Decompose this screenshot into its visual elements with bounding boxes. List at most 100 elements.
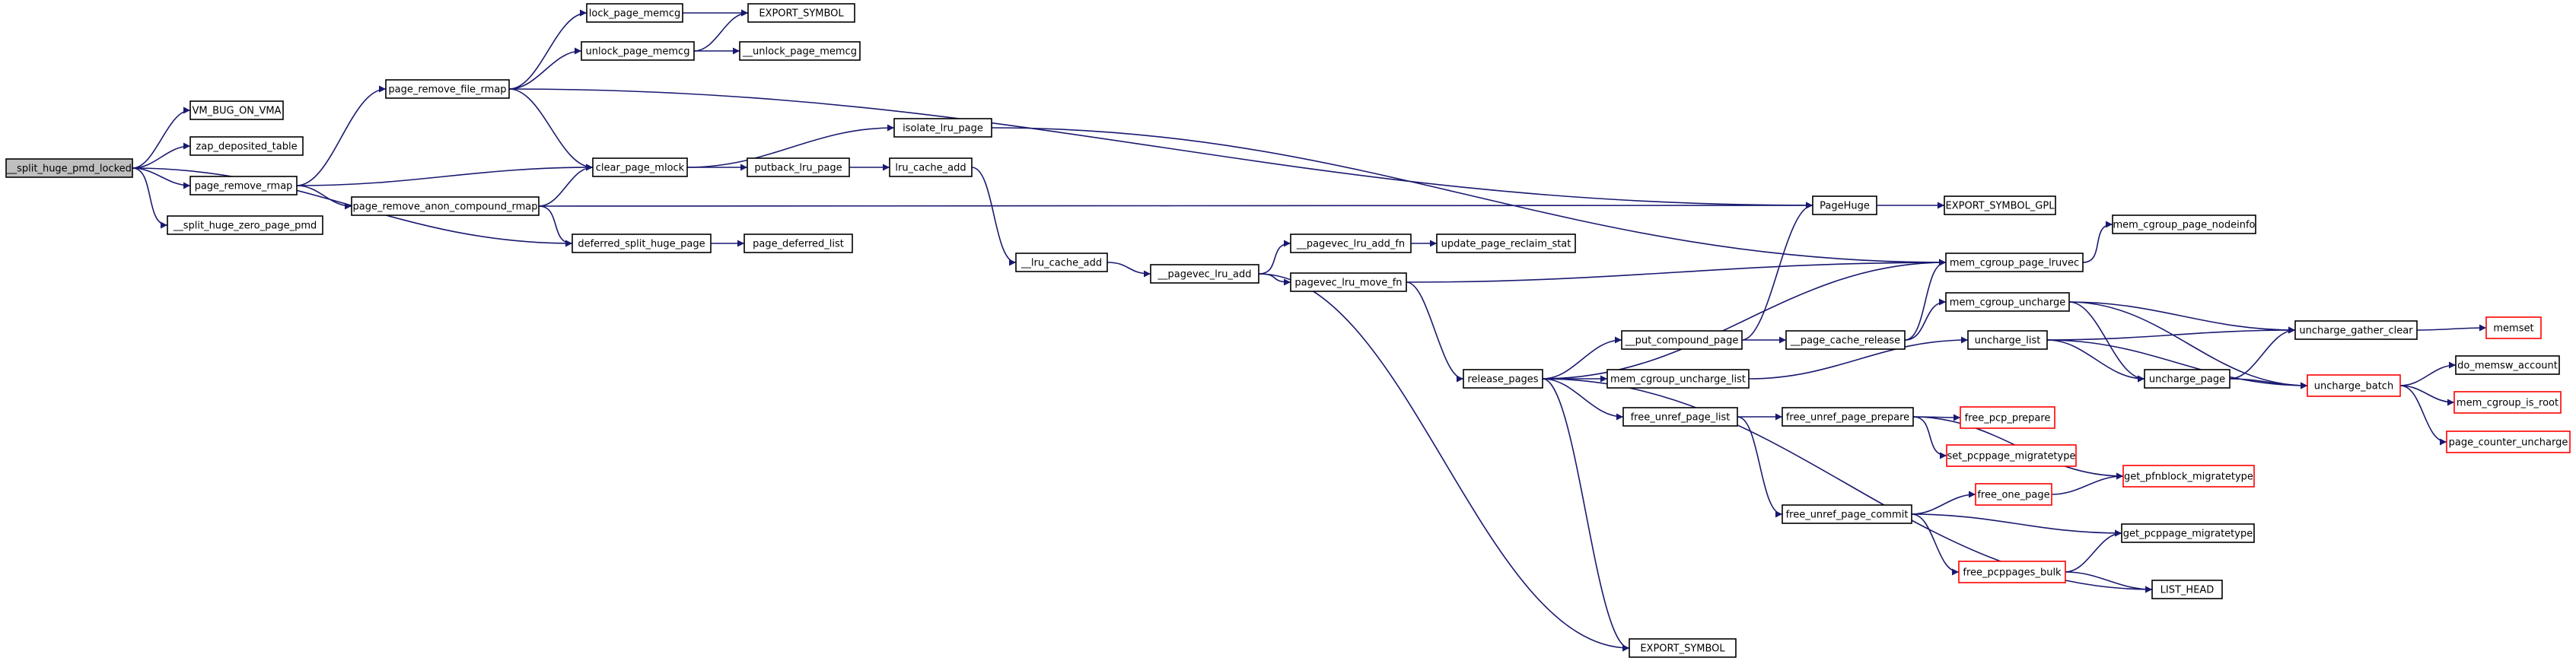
node-get-pfnblock-migratetype[interactable]: get_pfnblock_migratetype	[2122, 465, 2255, 488]
node-box[interactable]	[1945, 292, 2070, 312]
node-box[interactable]	[2455, 355, 2560, 375]
node-box[interactable]	[1621, 330, 1743, 350]
node-zap-deposited-table[interactable]: zap_deposited_table	[189, 136, 304, 156]
node-box[interactable]	[1606, 369, 1750, 389]
node-box[interactable]	[2307, 374, 2401, 397]
node-memset[interactable]: memset	[2485, 316, 2542, 339]
node-box[interactable]	[1629, 638, 1737, 658]
node-box[interactable]	[2144, 369, 2231, 389]
node-isolate-lru-page[interactable]: isolate_lru_page	[893, 118, 992, 138]
node-lru-cache-add-inner[interactable]: __lru_cache_add	[1015, 253, 1108, 272]
node-box[interactable]	[2294, 320, 2418, 340]
node-page-remove-anon-compound-rmap[interactable]: page_remove_anon_compound_rmap	[351, 196, 540, 216]
node-box[interactable]	[2122, 465, 2255, 488]
node-uncharge-gather-clear[interactable]: uncharge_gather_clear	[2294, 320, 2418, 340]
node-uncharge-list[interactable]: uncharge_list	[1967, 330, 2048, 350]
node-box[interactable]	[1290, 234, 1412, 253]
node-box[interactable]	[889, 157, 973, 177]
node-box[interactable]	[1782, 504, 1912, 524]
node-box[interactable]	[2446, 430, 2571, 453]
node-page-remove-file-rmap[interactable]: page_remove_file_rmap	[385, 79, 510, 99]
node-box[interactable]	[581, 41, 695, 61]
node-get-pcppage-migratetype[interactable]: get_pcppage_migratetype	[2121, 523, 2255, 543]
node-page-remove-rmap[interactable]: page_remove_rmap	[189, 176, 298, 195]
node-box[interactable]	[1782, 407, 1914, 427]
node-uncharge-batch[interactable]: uncharge_batch	[2307, 374, 2401, 397]
node-box[interactable]	[1436, 234, 1576, 253]
node-box[interactable]	[1290, 272, 1407, 292]
node-putback-lru-page[interactable]: putback_lru_page	[747, 157, 850, 177]
node-export-symbol-top[interactable]: EXPORT_SYMBOL	[747, 3, 855, 23]
node-free-one-page[interactable]: free_one_page	[1975, 483, 2052, 506]
node-put-compound-page[interactable]: __put_compound_page	[1621, 330, 1743, 350]
node-box[interactable]	[5, 158, 133, 178]
node-pagevec-lru-add[interactable]: __pagevec_lru_add	[1150, 264, 1259, 284]
node-box[interactable]	[189, 100, 284, 120]
node-release-pages[interactable]: release_pages	[1463, 369, 1543, 389]
node-box[interactable]	[744, 234, 853, 253]
node-box[interactable]	[747, 157, 850, 177]
node-box[interactable]	[1622, 407, 1738, 427]
node-box[interactable]	[351, 196, 540, 216]
node-box[interactable]	[1812, 195, 1877, 215]
node-page-counter-uncharge[interactable]: page_counter_uncharge	[2446, 430, 2571, 453]
node-vm-bug-on-vma[interactable]: VM_BUG_ON_VMA	[189, 100, 284, 120]
node-mem-cgroup-uncharge[interactable]: mem_cgroup_uncharge	[1945, 292, 2070, 312]
node-box[interactable]	[1463, 369, 1543, 389]
node-clear-page-mlock[interactable]: clear_page_mlock	[592, 157, 688, 177]
node-split-huge-zero-page-pmd[interactable]: __split_huge_zero_page_pmd	[167, 215, 323, 235]
node-box[interactable]	[1945, 253, 2084, 272]
node-free-unref-page-commit[interactable]: free_unref_page_commit	[1782, 504, 1912, 524]
node-box[interactable]	[739, 41, 861, 61]
node-box[interactable]	[167, 215, 323, 235]
node-box[interactable]	[385, 79, 510, 99]
node-lru-cache-add[interactable]: lru_cache_add	[889, 157, 973, 177]
node-split-huge-pmd-locked[interactable]: __split_huge_pmd_locked	[5, 158, 133, 178]
node-uncharge-page[interactable]: uncharge_page	[2144, 369, 2231, 389]
node-lock-page-memcg[interactable]: lock_page_memcg	[586, 3, 683, 23]
node-deferred-split-huge-page[interactable]: deferred_split_huge_page	[572, 234, 712, 253]
node-update-page-reclaim-stat[interactable]: update_page_reclaim_stat	[1436, 234, 1576, 253]
node-mem-cgroup-uncharge-list[interactable]: mem_cgroup_uncharge_list	[1606, 369, 1750, 389]
node-free-unref-page-prepare[interactable]: free_unref_page_prepare	[1782, 407, 1914, 427]
node-page-huge[interactable]: PageHuge	[1812, 195, 1877, 215]
node-box[interactable]	[586, 3, 683, 23]
node-mem-cgroup-is-root[interactable]: mem_cgroup_is_root	[2453, 391, 2562, 414]
node-box[interactable]	[2453, 391, 2562, 414]
node-box[interactable]	[2485, 316, 2542, 339]
node-box[interactable]	[747, 3, 855, 23]
node-do-memsw-account[interactable]: do_memsw_account	[2455, 355, 2560, 375]
node-box[interactable]	[1150, 264, 1259, 284]
node-box[interactable]	[1015, 253, 1108, 272]
node-page-cache-release[interactable]: __page_cache_release	[1785, 330, 1906, 350]
node-box[interactable]	[2121, 523, 2255, 543]
node-box[interactable]	[189, 136, 304, 156]
node-box[interactable]	[893, 118, 992, 138]
node-mem-cgroup-page-nodeinfo[interactable]: mem_cgroup_page_nodeinfo	[2112, 214, 2256, 234]
node-box[interactable]	[189, 176, 298, 195]
node-box[interactable]	[1975, 483, 2052, 506]
node-mem-cgroup-page-lruvec[interactable]: mem_cgroup_page_lruvec	[1945, 253, 2084, 272]
node-unlock-page-memcg-inner[interactable]: __unlock_page_memcg	[739, 41, 861, 61]
node-set-pcppage-migratetype[interactable]: set_pcppage_migratetype	[1946, 444, 2077, 467]
node-box[interactable]	[1958, 561, 2066, 583]
node-list-head[interactable]: LIST_HEAD	[2151, 580, 2223, 599]
node-unlock-page-memcg[interactable]: unlock_page_memcg	[581, 41, 695, 61]
node-box[interactable]	[1967, 330, 2048, 350]
node-export-symbol-gpl[interactable]: EXPORT_SYMBOL_GPL	[1944, 195, 2056, 215]
node-box[interactable]	[1960, 406, 2055, 429]
node-box[interactable]	[2151, 580, 2223, 599]
node-free-pcppages-bulk[interactable]: free_pcppages_bulk	[1958, 561, 2066, 583]
node-box[interactable]	[592, 157, 688, 177]
node-page-deferred-list[interactable]: page_deferred_list	[744, 234, 853, 253]
node-box[interactable]	[2112, 214, 2256, 234]
node-pagevec-lru-move-fn[interactable]: pagevec_lru_move_fn	[1290, 272, 1407, 292]
node-pagevec-lru-add-fn[interactable]: __pagevec_lru_add_fn	[1290, 234, 1412, 253]
node-box[interactable]	[1944, 195, 2056, 215]
node-export-symbol-bottom[interactable]: EXPORT_SYMBOL	[1629, 638, 1737, 658]
node-box[interactable]	[1785, 330, 1906, 350]
node-free-unref-page-list[interactable]: free_unref_page_list	[1622, 407, 1738, 427]
node-box[interactable]	[1946, 444, 2077, 467]
node-free-pcp-prepare[interactable]: free_pcp_prepare	[1960, 406, 2055, 429]
node-box[interactable]	[572, 234, 712, 253]
